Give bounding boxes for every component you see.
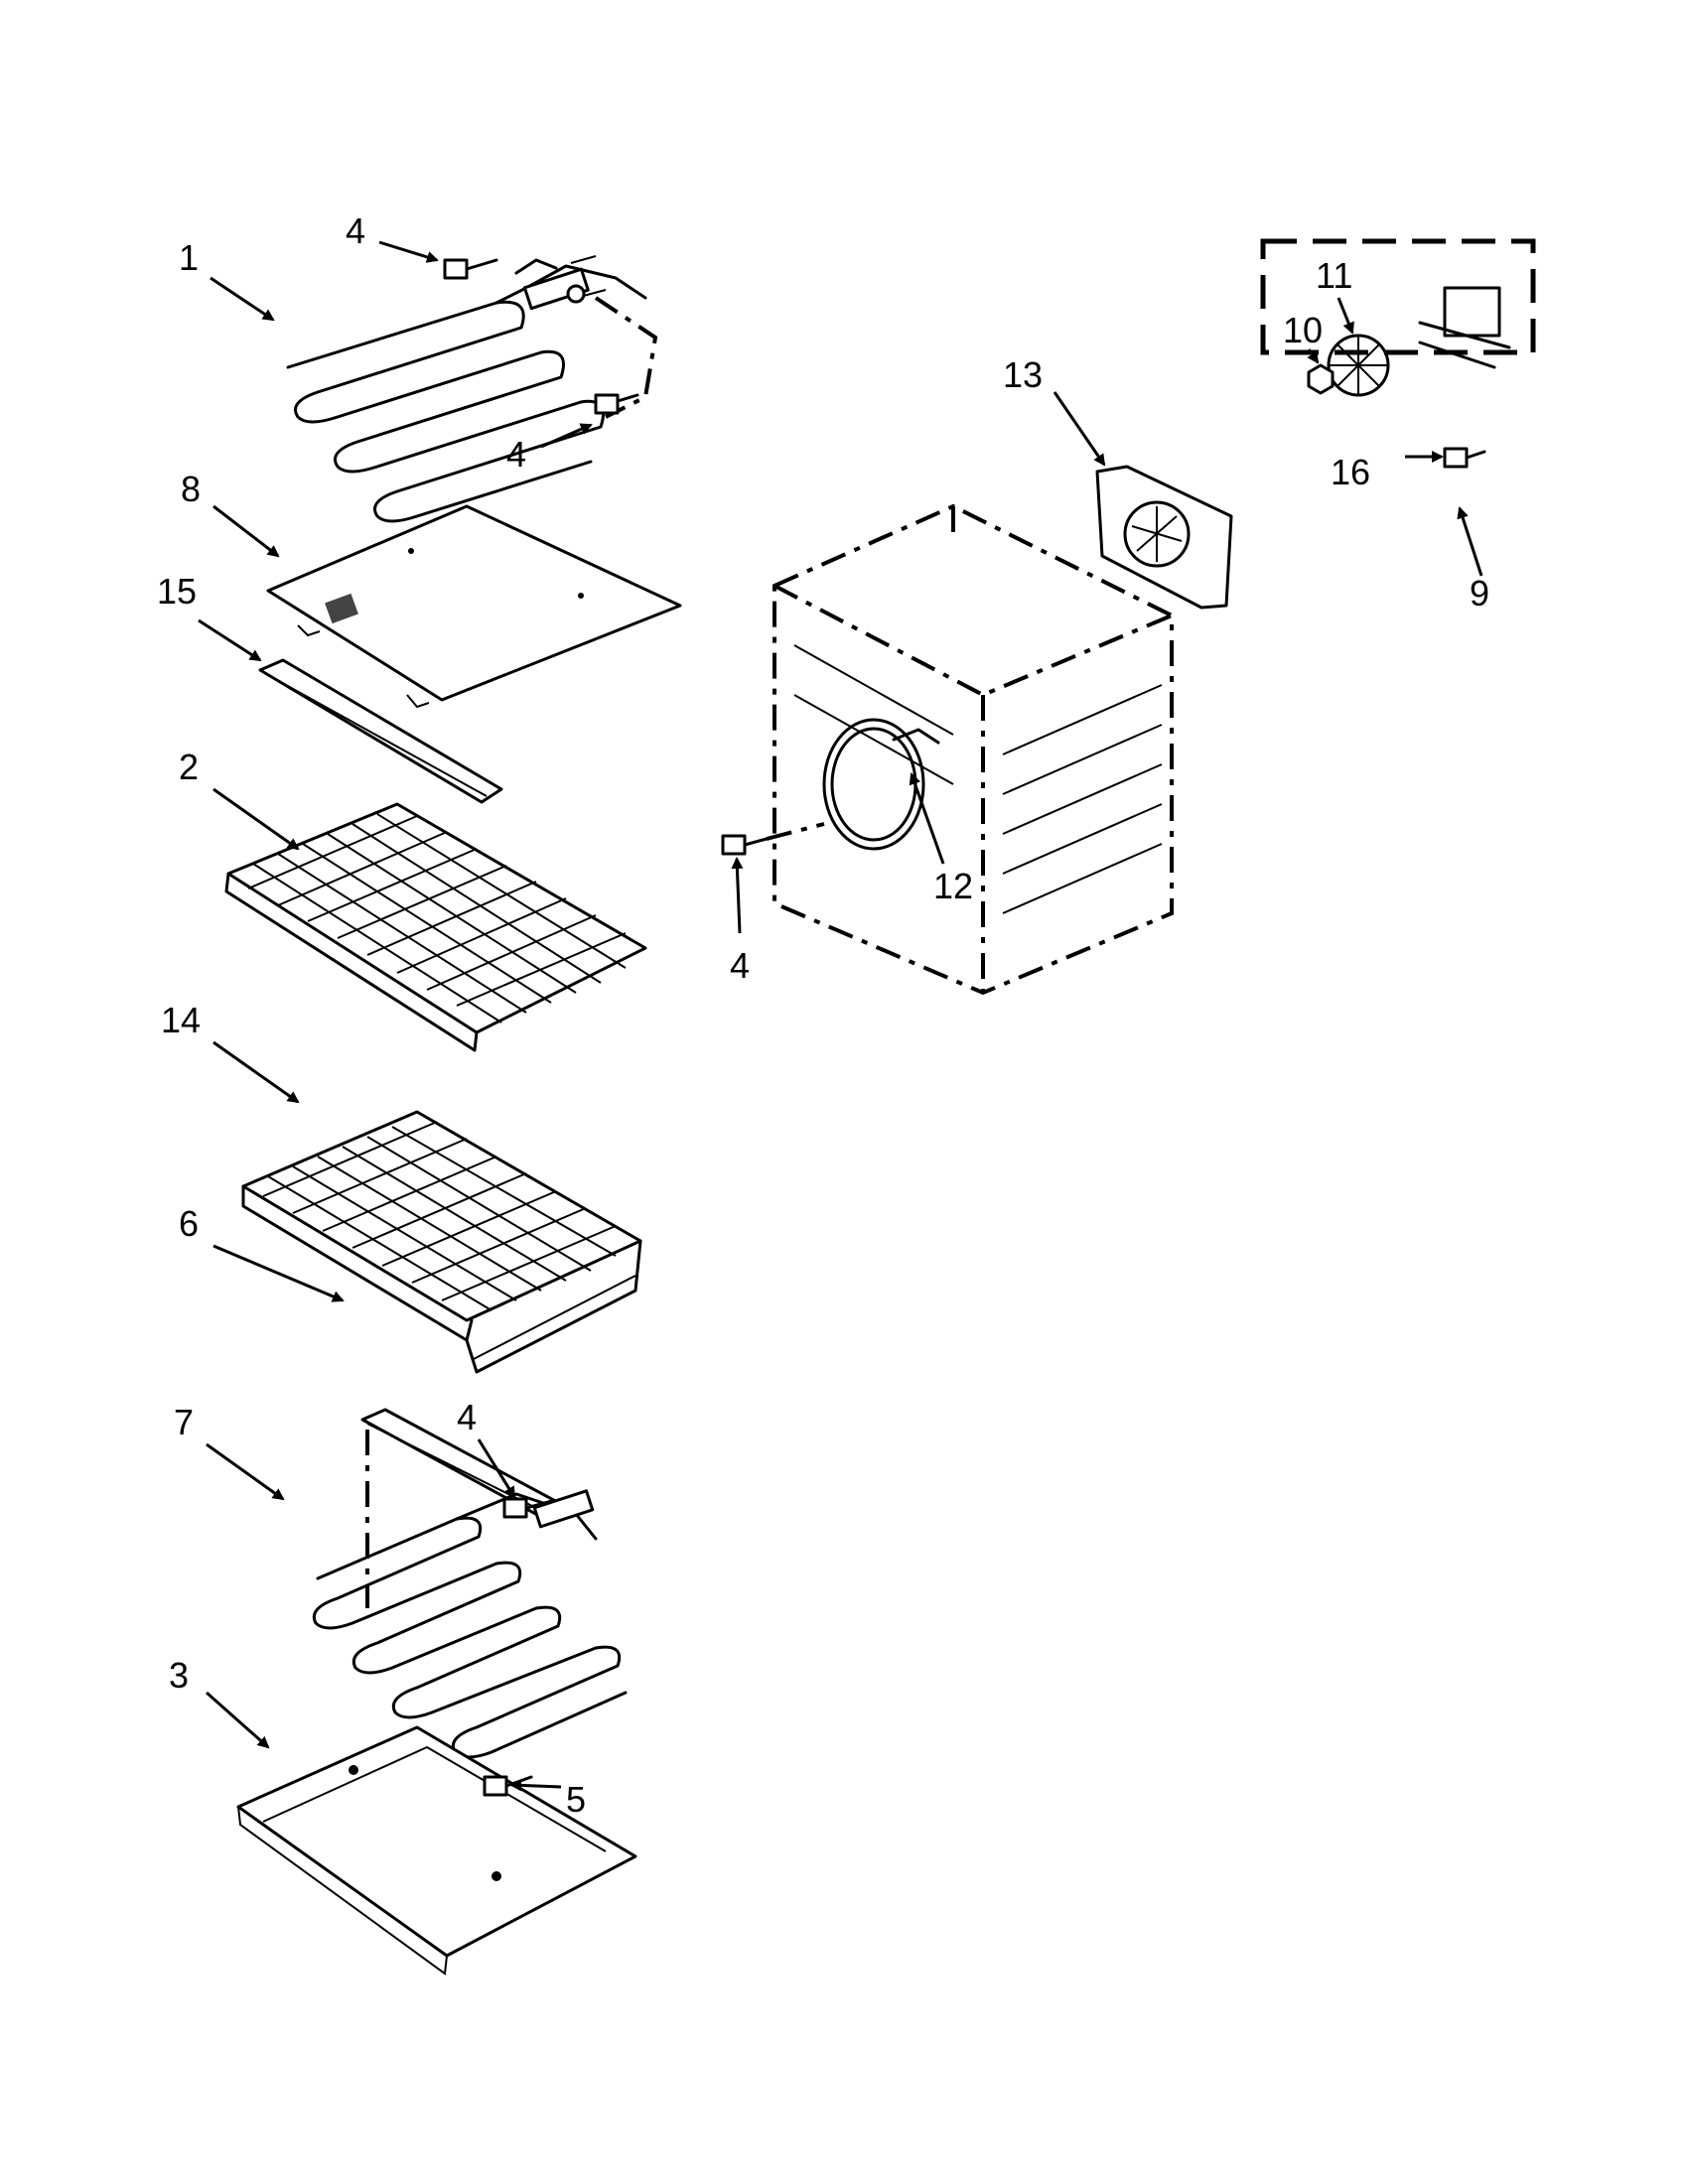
convection-ring-element [822,718,940,851]
screw-upper-2 [594,393,639,415]
label-part-16: 16 [1331,452,1370,492]
label-part-6: 6 [179,1203,199,1244]
roll-out-rack [241,1110,642,1374]
label-part-14: 14 [161,1000,201,1040]
fan-motor [1418,286,1511,369]
oven-cavity [773,503,1174,996]
label-part-10: 10 [1283,310,1323,350]
label-part-15: 15 [157,571,197,612]
fan-cover [1095,465,1233,610]
label-part-7: 7 [174,1402,194,1442]
label-part-5: 5 [566,1779,586,1820]
label-part-4-a: 4 [346,210,365,251]
label-part-4-c: 4 [457,1397,477,1437]
label-part-12: 12 [933,866,973,906]
fan-nut [1307,363,1335,395]
label-part-4-d: 4 [730,945,750,986]
convection-fan-blade [1327,334,1390,397]
label-part-13: 13 [1003,354,1043,395]
fan-assembly-frame [1260,238,1536,355]
lower-heating-element [312,1489,628,1759]
screw-cavity [721,822,825,856]
screw-upper-1 [443,258,498,280]
upper-heating-element [286,255,658,523]
heat-shield-plate [266,504,682,709]
screw-fan [1443,447,1486,469]
label-part-2: 2 [179,747,199,787]
label-part-3: 3 [169,1655,189,1696]
oven-rack [224,802,647,1052]
trim-strip [258,658,503,804]
label-part-9: 9 [1470,573,1489,614]
oven-bottom-panel [236,1725,637,1976]
leader-lines [198,240,1483,1792]
label-part-4-b: 4 [506,434,526,475]
label-part-11: 11 [1316,255,1352,296]
screw-lower-element [502,1497,554,1519]
label-part-8: 8 [181,469,201,509]
callout-labels: 1 4 4 8 15 2 14 6 7 4 3 5 4 12 13 11 10 … [157,210,1489,1820]
label-part-1: 1 [179,237,199,278]
